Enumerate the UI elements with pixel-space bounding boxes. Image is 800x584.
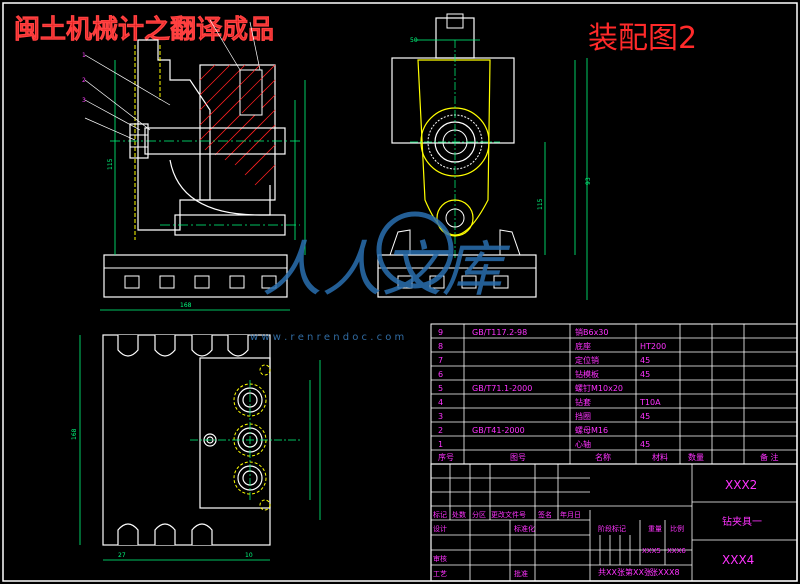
parts-header-code: 图号 (510, 453, 526, 462)
parts-row-2-no: 8 (438, 342, 443, 351)
tb-drawing-name: 钻夹具一 (722, 515, 762, 528)
parts-row-1-no: 9 (438, 328, 443, 337)
parts-row-4-material: 45 (640, 370, 650, 379)
tb-scale-val: XXX6 (667, 547, 686, 555)
tb-rev-count: 处数 (452, 510, 466, 519)
parts-row-9-no: 1 (438, 440, 443, 449)
dim-front-base: 168 (180, 302, 192, 309)
parts-row-4-name: 钻模板 (575, 369, 599, 379)
parts-row-3-material: 45 (640, 356, 650, 365)
tb-rev-date: 年月日 (560, 510, 581, 519)
watermark-logo: 人人文库 w w w . r e n r e n d o c . c o m (250, 211, 511, 343)
tb-approve: 批准 (514, 569, 528, 578)
parts-row-8-no: 2 (438, 426, 443, 435)
parts-row-5-name: 螺钉M10x20 (575, 383, 623, 393)
parts-row-1-code: GB/T117.2-98 (472, 328, 527, 337)
parts-row-6-material: T10A (639, 398, 661, 407)
parts-row-6-no: 4 (438, 398, 443, 407)
dim-side-h2: 93 (585, 177, 592, 185)
parts-row-5-no: 5 (438, 384, 443, 393)
dim-plan-b2: 10 (245, 552, 253, 559)
leader-2: 2 (82, 77, 86, 84)
tb-sheet-ref: 张XXX8 (650, 568, 680, 577)
tb-company: XXX4 (722, 553, 754, 567)
tb-rev-mark: 标记 (433, 510, 447, 519)
tb-weight-val: XXX5 (642, 547, 661, 555)
dim-plan-h: 168 (71, 428, 78, 440)
parts-header-remark: 备 注 (760, 452, 779, 462)
tb-process: 工艺 (433, 570, 447, 578)
parts-row-8-code: GB/T41-2000 (472, 426, 525, 435)
parts-row-5-code: GB/T71.1-2000 (472, 384, 532, 393)
drawing-title: 装配图2 (588, 21, 697, 56)
dim-side-h: 115 (537, 198, 544, 210)
parts-header-material: 材料 (652, 452, 668, 462)
tb-scale: 比例 (670, 524, 684, 533)
parts-row-3-no: 7 (438, 356, 443, 365)
tb-rev-zone: 分区 (472, 510, 486, 519)
parts-row-9-material: 45 (640, 440, 650, 449)
tb-rev-doc: 更改文件号 (491, 510, 526, 519)
title-block: 标记 处数 分区 更改文件号 签名 年月日 设计 标准化 审核 工艺 批准 阶段… (430, 463, 798, 582)
leader-1: 1 (82, 52, 86, 59)
tb-rev-sign: 签名 (538, 510, 552, 519)
parts-header-qty: 数量 (688, 452, 704, 462)
leader-3: 3 (82, 97, 86, 104)
parts-row-7-no: 3 (438, 412, 443, 421)
parts-row-9-name: 心轴 (575, 439, 591, 449)
dim-side-top: 50 (410, 37, 418, 44)
parts-list-table: 9 GB/T117.2-98 销B6x30 8 底座 HT200 7 定位销 45 6 钻模板 45 5… (430, 323, 798, 465)
watermark-center-text: 人人文库 (262, 235, 511, 305)
tb-stage: 阶段标记 (598, 524, 626, 533)
parts-row-8-name: 螺母M16 (575, 425, 608, 435)
parts-header-no: 序号 (438, 452, 454, 462)
parts-row-2-material: HT200 (640, 342, 666, 351)
tb-check: 审核 (433, 554, 447, 563)
tb-standard: 标准化 (514, 524, 535, 533)
parts-row-7-name: 挡圈 (575, 411, 591, 421)
dim-front-height: 115 (107, 158, 114, 170)
parts-row-6-name: 钻套 (575, 397, 591, 407)
tb-code: XXX2 (725, 478, 757, 492)
parts-header-name: 名称 (595, 452, 611, 462)
tb-design: 设计 (433, 524, 447, 533)
parts-row-7-material: 45 (640, 412, 650, 421)
tb-sheets: 共XX张第XX张 (598, 567, 652, 577)
side-view: 50 115 93 (377, 13, 592, 300)
parts-row-2-name: 底座 (575, 341, 591, 351)
front-section-view: 115 168 1 2 3 (82, 19, 306, 311)
parts-row-4-no: 6 (438, 370, 443, 379)
watermark-url: w w w . r e n r e n d o c . c o m (250, 332, 404, 343)
dim-plan-b1: 27 (118, 552, 126, 559)
tb-weight: 重量 (648, 525, 662, 533)
parts-row-1-name: 销B6x30 (575, 327, 609, 337)
plan-view: 168 27 10 (71, 334, 321, 561)
parts-row-3-name: 定位销 (575, 355, 599, 365)
